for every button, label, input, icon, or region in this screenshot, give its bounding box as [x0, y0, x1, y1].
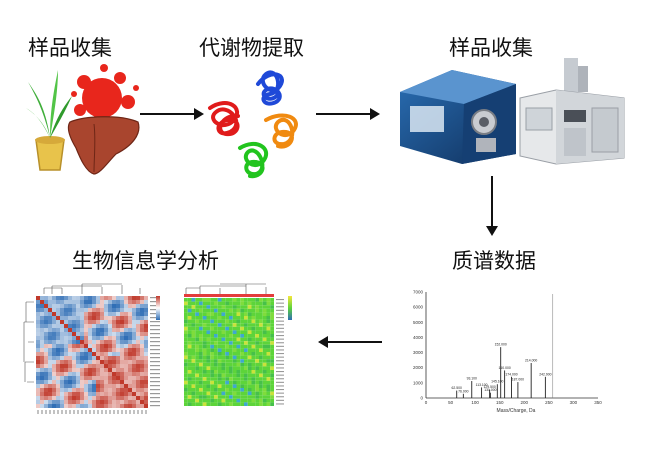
blue-tangle-icon [256, 70, 284, 106]
spectrum-peak-label: 160.000 [498, 366, 510, 370]
spectrum-y-tick: 1000 [413, 380, 424, 385]
arrow-to-ms-data [484, 176, 500, 238]
spectrum-y-tick: 3000 [413, 350, 424, 355]
label-metabolite-extraction: 代谢物提取 [199, 36, 304, 60]
spectrum-x-tick: 100 [471, 400, 479, 405]
gas-chromatograph-image [516, 58, 628, 166]
spectrum-peak-label: 242.900 [539, 372, 551, 376]
spectrum-peak-label: 113.100 [476, 383, 488, 387]
spectrum-peak-label: 152.000 [495, 343, 507, 347]
spectrum-y-ticks: 7000 6000 5000 4000 3000 2000 1000 0 [413, 290, 424, 401]
label-bioinformatics: 生物信息学分析 [72, 249, 219, 273]
spectrum-y-tick: 2000 [413, 365, 424, 370]
spectrum-x-tick: 250 [545, 400, 553, 405]
spectrum-peak-label: 174.000 [505, 372, 517, 376]
spectrum-axes [425, 292, 598, 399]
plant-icon [26, 70, 72, 171]
metabolite-tangles [200, 64, 310, 182]
spectrum-x-axis-label: Mass/Charge, Da [497, 408, 536, 414]
spectrum-y-tick: 6000 [413, 305, 424, 310]
spectrum-peak-label: 131.000 [484, 388, 496, 392]
liver-icon [67, 116, 140, 175]
spectrum-x-tick: 200 [521, 400, 529, 405]
spectrum-y-tick: 5000 [413, 320, 424, 325]
arrow-to-instruments [316, 106, 382, 122]
spectrum-peak-label: 93.100 [467, 377, 477, 381]
spectrum-peak-label: 76.000 [458, 389, 468, 393]
mass-spectrometer-image [392, 62, 522, 166]
sample-illustration [24, 62, 144, 180]
spectrum-peak-label: 62.500 [452, 386, 462, 390]
red-tangle-icon [208, 101, 240, 137]
expression-heatmap [176, 282, 306, 414]
spectrum-x-tick: 50 [448, 400, 454, 405]
red-splat-icon [71, 64, 139, 118]
label-sample-collection: 样品收集 [28, 36, 112, 60]
label-ms-data: 质谱数据 [452, 249, 536, 273]
spectrum-y-tick: 7000 [413, 290, 424, 295]
arrow-to-bioinformatics [316, 334, 382, 350]
mass-spectrum-chart: 7000 6000 5000 4000 3000 2000 1000 0 0 50 100 150 2… [398, 282, 606, 416]
label-instrument-stage: 样品收集 [449, 36, 533, 60]
arrow-to-extraction [140, 106, 206, 122]
spectrum-x-tick: 0 [425, 400, 428, 405]
spectrum-x-ticks: 0 50 100 150 200 250 300 350 [425, 400, 603, 405]
green-tangle-icon [238, 141, 268, 179]
spectrum-x-tick: 300 [570, 400, 578, 405]
spectrum-peak-label: 145.100 [491, 380, 503, 384]
spectrum-x-tick: 150 [496, 400, 504, 405]
orange-tangle-icon [264, 113, 298, 149]
spectrum-y-tick: 0 [420, 396, 423, 401]
spectrum-peak-label: 129.500 [484, 385, 496, 389]
spectrum-peak-label: 187.000 [512, 378, 524, 382]
spectrum-y-tick: 4000 [413, 335, 424, 340]
correlation-heatmap [22, 282, 170, 414]
spectrum-peak-label: 214.000 [525, 359, 537, 363]
spectrum-x-tick: 350 [594, 400, 602, 405]
